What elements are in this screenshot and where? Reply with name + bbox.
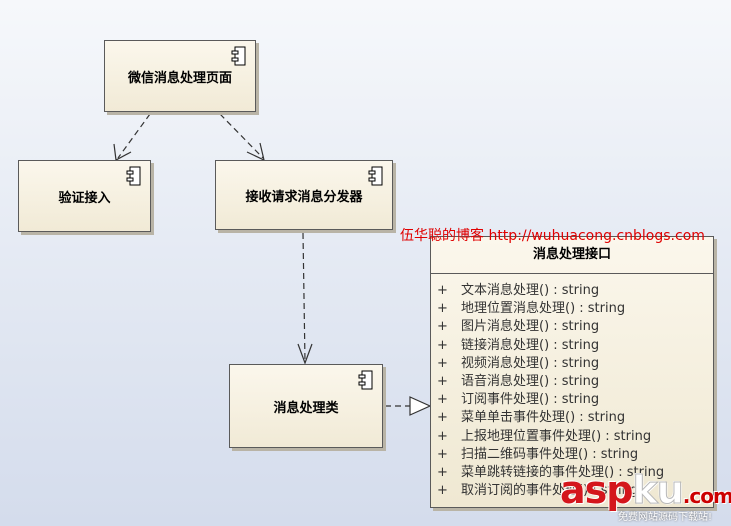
visibility-marker: + — [437, 464, 448, 480]
component-verify[interactable]: 验证接入 — [18, 160, 151, 232]
component-icon — [358, 370, 373, 390]
visibility-marker: + — [437, 301, 448, 317]
component-dispatcher[interactable]: 接收请求消息分发器 — [215, 160, 393, 230]
operation-label: 扫描二维码事件处理() : string — [461, 446, 639, 462]
component-processor[interactable]: 消息处理类 — [229, 364, 383, 448]
component-label: 消息处理类 — [273, 400, 339, 416]
visibility-marker: + — [437, 483, 448, 499]
operation-item: + 订阅事件处理() : string — [431, 391, 713, 409]
operation-item: + 上报地理位置事件处理() : string — [431, 428, 713, 446]
operation-label: 链接消息处理() : string — [461, 337, 600, 353]
operation-label: 图片消息处理() : string — [461, 319, 600, 335]
realization-triangle — [409, 396, 432, 416]
component-wx-page[interactable]: 微信消息处理页面 — [104, 40, 256, 112]
operation-label: 订阅事件处理() : string — [461, 392, 600, 408]
operation-item: + 取消订阅的事件处理() : string — [431, 482, 713, 500]
component-label: 接收请求消息分发器 — [245, 189, 363, 205]
visibility-marker: + — [437, 283, 448, 298]
operation-item: + 菜单跳转链接的事件处理() : string — [431, 464, 713, 482]
dependency-dispatcher-to-processor — [302, 232, 306, 363]
visibility-marker: + — [437, 319, 448, 335]
operation-item: + 语音消息处理() : string — [431, 373, 713, 391]
logo-tagline: 免费网站源码下载站! — [618, 512, 713, 523]
operation-label: 菜单跳转链接的事件处理() : string — [461, 464, 665, 480]
operation-item: + 菜单单击事件处理() : string — [431, 409, 713, 427]
operation-label: 地理位置消息处理() : string — [461, 301, 626, 317]
arrowhead-verify — [113, 143, 132, 161]
visibility-marker: + — [437, 355, 448, 371]
logo-wordmark: aspku.com — [560, 468, 731, 513]
operation-item: + 文本消息处理() : string — [431, 282, 713, 300]
operation-label: 菜单单击事件处理() : string — [461, 410, 626, 426]
visibility-marker: + — [437, 373, 448, 389]
operation-item: + 图片消息处理() : string — [431, 318, 713, 336]
operations-list: + 文本消息处理() : string + 地理位置消息处理() : string + 图… — [431, 282, 713, 500]
component-icon — [231, 46, 246, 66]
dependency-page-to-dispatcher — [219, 113, 264, 159]
component-label: 验证接入 — [58, 190, 111, 206]
arrowhead-processor — [297, 343, 313, 365]
operation-item: + 链接消息处理() : string — [431, 337, 713, 355]
component-icon — [126, 166, 141, 186]
site-logo: aspku.com 免费网站源码下载站! — [560, 468, 731, 524]
operation-label: 语音消息处理() : string — [461, 373, 600, 389]
operation-label: 文本消息处理() : string — [461, 283, 600, 298]
blog-watermark: 伍华聪的博客 http://wuhuacong.cnblogs.com — [400, 228, 705, 244]
visibility-marker: + — [437, 337, 448, 353]
operation-item: + 地理位置消息处理() : string — [431, 300, 713, 318]
visibility-marker: + — [437, 410, 448, 426]
interface-box[interactable]: 消息处理接口 + 文本消息处理() : string + 地理位置消息处理() : s… — [430, 236, 714, 508]
operation-item: + 视频消息处理() : string — [431, 355, 713, 373]
operation-label: 上报地理位置事件处理() : string — [461, 428, 652, 444]
visibility-marker: + — [437, 428, 448, 444]
operation-label: 视频消息处理() : string — [461, 355, 600, 371]
interface-title: 消息处理接口 — [431, 237, 713, 274]
operation-label: 取消订阅的事件处理() : string — [461, 483, 639, 499]
operation-item: + 扫描二维码事件处理() : string — [431, 446, 713, 464]
arrowhead-dispatcher — [246, 142, 265, 162]
component-icon — [368, 166, 383, 186]
component-label: 微信消息处理页面 — [127, 70, 232, 86]
visibility-marker: + — [437, 392, 448, 408]
visibility-marker: + — [437, 446, 448, 462]
dependency-page-to-verify — [117, 113, 151, 159]
